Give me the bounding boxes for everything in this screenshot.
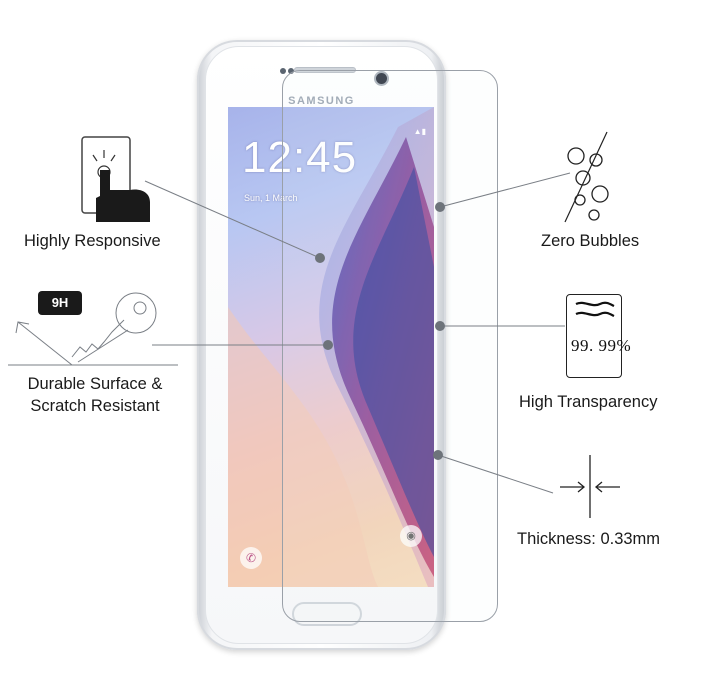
caption-durable: Durable Surface & Scratch Resistant [10,373,180,417]
callout-marker-bubbles [435,202,445,212]
callout-marker-durable [323,340,333,350]
caption-durable-line2: Scratch Resistant [30,397,160,415]
caption-zero-bubbles: Zero Bubbles [541,232,640,250]
callout-line-bubbles [439,172,571,208]
caption-thickness: Thickness: 0.33mm [517,530,661,548]
lockscreen-clock: 12:45 [242,133,358,182]
caption-durable-line1: Durable Surface & [27,375,163,393]
phone-brand: SAMSUNG [288,95,355,107]
callout-line-thickness [437,454,554,494]
transparency-box [566,294,622,378]
callout-marker-thickness [433,450,443,460]
caption-highly-responsive: Highly Responsive [24,232,161,250]
screen-protector-glass [282,70,498,622]
touch-finger-icon [81,136,150,222]
phone-call-icon: ✆ [240,547,262,569]
status-bar-icons: ▲▮ [413,127,426,136]
callout-marker-transparency [435,321,445,331]
transparency-value: 99. 99% [571,336,632,355]
wave-lines-icon [575,301,615,317]
callout-marker-responsive [315,253,325,263]
callout-line-responsive [144,180,321,259]
camera-shortcut-icon: ◉ [400,525,422,547]
front-camera [376,73,387,84]
sensor-dot [280,68,286,74]
caption-high-transparency: High Transparency [519,393,658,411]
lockscreen-date: Sun, 1 March [244,193,298,203]
screen-wallpaper-wave [228,107,434,587]
hardness-badge: 9H [38,291,82,315]
bubbles-icon [564,131,609,223]
key-scratch-icon [8,292,178,366]
home-button [292,602,362,626]
arrows-inward-icon [560,455,620,518]
